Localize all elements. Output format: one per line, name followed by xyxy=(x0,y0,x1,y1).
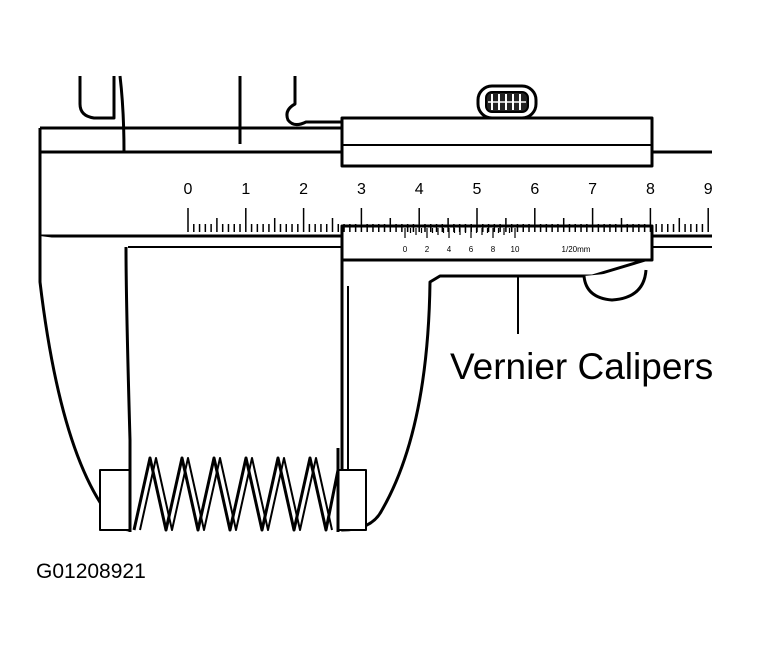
main-scale xyxy=(187,208,709,232)
main-scale-number: 4 xyxy=(415,181,424,198)
main-scale-number: 2 xyxy=(299,181,308,198)
figure-id: G01208921 xyxy=(36,560,146,583)
vernier-plate xyxy=(340,224,654,262)
vernier-scale-number: 10 xyxy=(511,245,520,254)
main-scale-number: 7 xyxy=(588,181,597,198)
upper-jaw-inner-left xyxy=(118,75,126,153)
vernier-scale-number: 0 xyxy=(403,245,408,254)
main-scale-number: 3 xyxy=(357,181,366,198)
main-scale-number: 0 xyxy=(184,181,193,198)
main-scale-number: 5 xyxy=(473,181,482,198)
vernier-scale-number: 8 xyxy=(491,245,496,254)
coil-spring xyxy=(128,448,340,532)
vernier-scale-numbers: 0 2 4 6 8 10 xyxy=(403,245,520,254)
thumb-rest xyxy=(582,269,648,302)
upper-sliding-jaw-notch xyxy=(285,76,342,127)
main-scale-number: 1 xyxy=(241,181,250,198)
main-scale-number: 9 xyxy=(704,181,713,198)
vernier-scale-number: 6 xyxy=(469,245,474,254)
slider-upper-box xyxy=(340,116,654,168)
thumb-screw-knob xyxy=(476,84,538,120)
caliper-body xyxy=(38,75,712,532)
vernier-unit-label: 1/20mm xyxy=(562,245,591,254)
main-scale-number: 6 xyxy=(530,181,539,198)
upper-fixed-jaw xyxy=(78,76,116,120)
main-scale-numbers: 0 1 2 3 4 5 6 7 8 9 xyxy=(184,181,713,198)
vernier-scale xyxy=(404,228,516,238)
vernier-scale-number: 4 xyxy=(447,245,452,254)
main-scale-number: 8 xyxy=(646,181,655,198)
vernier-scale-number: 2 xyxy=(425,245,430,254)
vernier-calipers-label: Vernier Calipers xyxy=(450,346,714,387)
